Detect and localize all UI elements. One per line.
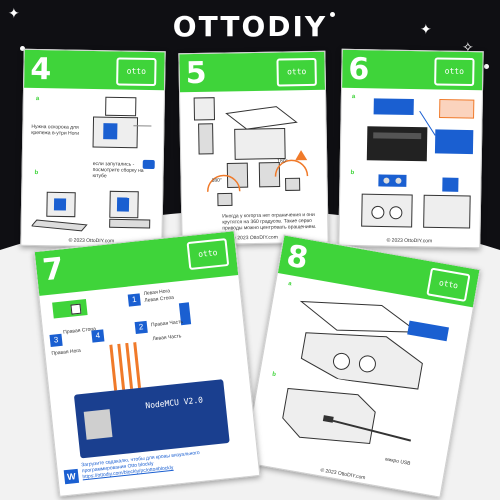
- wifi-module: [83, 409, 113, 440]
- instruction-card-4: 4 otto a Нужна оскорока для крепежа в-ут…: [20, 48, 166, 249]
- instruction-card-5: 5 otto 180° 180° Иногда у когорта нет ог…: [178, 50, 329, 246]
- label-left-part: Левая Часть: [152, 333, 182, 343]
- step-number: 5: [185, 55, 207, 92]
- star-icon: ✦: [420, 21, 432, 37]
- step-label-a: a: [35, 95, 40, 103]
- instruction-card-8: 8 otto a b микро USB © 2023 OttoDIY.com: [243, 234, 481, 498]
- otto-logo-icon: otto: [116, 57, 157, 87]
- nodemcu-board: NodeMCU V2.0: [73, 379, 230, 459]
- instruction-card-7: 7 otto 1 Левая Нога Левая Стопа 3 Правая…: [33, 230, 261, 497]
- sensor-mount-diagram: [361, 174, 471, 229]
- instruction-card-6: 6 otto a b © 2023 OttoDIY.com: [338, 48, 484, 249]
- web-icon: W: [63, 468, 80, 485]
- pin-badge: 4: [91, 329, 105, 343]
- pin-badge: 3: [49, 333, 63, 347]
- label-right-leg: Правая Нога: [51, 347, 82, 357]
- board-mount-diagram: [366, 98, 475, 162]
- servo-connector-pin: [70, 303, 82, 315]
- card-header: 4 otto: [24, 49, 165, 91]
- angle-label: 180°: [277, 158, 288, 165]
- servo-wires-diagram: [109, 342, 142, 391]
- dot-decoration: [330, 12, 335, 17]
- step-label-a: a: [287, 280, 292, 288]
- label-right-part: Правая Часть: [150, 319, 184, 329]
- pin-badge: 2: [134, 320, 148, 335]
- otto-logo-icon: otto: [276, 57, 317, 87]
- otto-logo-icon: otto: [434, 57, 475, 87]
- board-label: NodeMCU V2.0: [144, 395, 204, 411]
- step-number: 7: [40, 251, 66, 289]
- step-number: 8: [283, 238, 311, 277]
- step-number: 4: [30, 51, 52, 88]
- card-header: 6 otto: [342, 49, 483, 91]
- otto-logo-icon: otto: [426, 267, 471, 303]
- servo-note: Иногда у когорта нет ограничения и они к…: [222, 211, 317, 232]
- note-b: если запутались - посмотрите сборку на ю…: [92, 160, 144, 180]
- pin-badge: 1: [127, 293, 141, 307]
- step-label-b: b: [350, 169, 355, 177]
- step-number: 6: [348, 51, 370, 88]
- note-a: Нужна оскорока для крепежа в-утри Ноги: [31, 123, 80, 137]
- step-label-b: b: [271, 371, 277, 379]
- star-icon: ✦: [8, 5, 20, 21]
- servo-assembly-diagram: [92, 96, 152, 149]
- brand-logo: OTTODIY: [172, 10, 328, 43]
- servo-connector: [52, 299, 88, 319]
- star-icon: ✧: [462, 39, 474, 55]
- dot-decoration: [484, 64, 489, 69]
- otto-logo-icon: otto: [186, 238, 230, 271]
- servo-center-diagram: [193, 97, 309, 207]
- step-label-a: a: [351, 93, 356, 101]
- angle-label: 180°: [211, 177, 222, 184]
- card-header: 5 otto: [179, 51, 325, 93]
- enclosure-lid-diagram: [299, 300, 450, 390]
- leg-assembly-diagram: [31, 190, 151, 232]
- step-label-b: b: [34, 169, 39, 177]
- dot-decoration: [20, 46, 25, 51]
- card-footer: © 2023 OttoDIY.com: [386, 237, 433, 245]
- usb-connect-diagram: [282, 387, 412, 445]
